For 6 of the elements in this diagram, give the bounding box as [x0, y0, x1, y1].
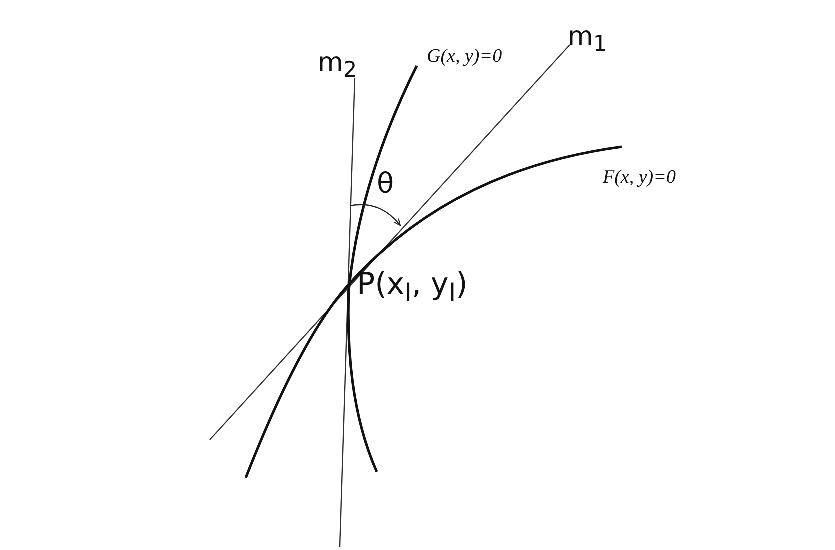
- point-label: P(x$_{I}$, y$_{I}$): [357, 270, 468, 305]
- curve-label: F(x, y)=0: [603, 168, 676, 187]
- curve-label: G(x, y)=0: [427, 47, 502, 66]
- angle-label: θ: [377, 170, 394, 198]
- line-label: m$_{2}$: [318, 50, 358, 82]
- line-label: m$_{1}$: [568, 24, 608, 56]
